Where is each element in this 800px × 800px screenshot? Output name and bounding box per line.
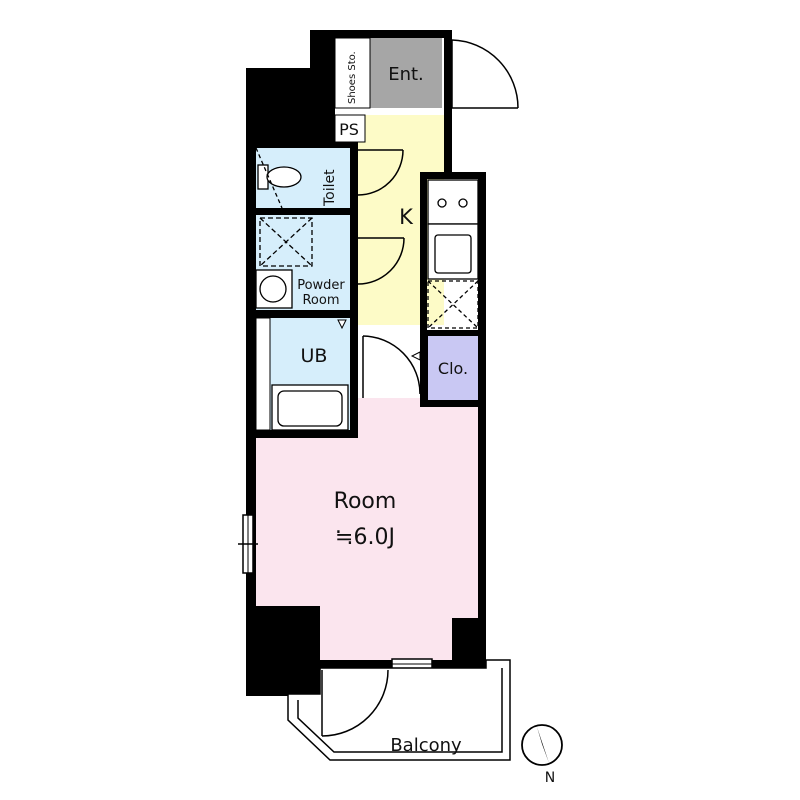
powder-room-label-line2: Room xyxy=(302,293,339,308)
room-door xyxy=(362,335,421,398)
balcony-label: Balcony xyxy=(390,735,462,756)
toilet-label: Toilet xyxy=(322,169,338,207)
shoes-storage: Shoes Sto. xyxy=(334,37,371,109)
bathtub xyxy=(271,384,349,431)
entrance-door xyxy=(451,39,519,109)
pipe-space: PS xyxy=(334,114,366,143)
kitchen-label: K xyxy=(399,205,414,229)
washing-machine-space xyxy=(259,217,313,267)
closet-floor xyxy=(428,336,478,400)
powder-room-label-line1: Powder xyxy=(297,278,345,293)
room-size-label: ≒6.0J xyxy=(335,525,395,550)
room-side-window xyxy=(238,514,258,574)
stove xyxy=(427,179,479,225)
wash-basin xyxy=(255,269,293,309)
closet-label: Clo. xyxy=(438,359,468,378)
toilet-door xyxy=(357,149,404,196)
pipe-space-label: PS xyxy=(339,120,359,139)
balcony xyxy=(287,659,511,761)
unit-bath-label: UB xyxy=(301,345,328,367)
powder-room-door xyxy=(357,237,405,285)
entrance-floor xyxy=(370,38,442,108)
sink xyxy=(427,223,479,280)
toilet-fixture xyxy=(255,147,302,209)
fridge-space xyxy=(427,280,479,329)
north-compass: N xyxy=(521,724,563,786)
balcony-door xyxy=(321,669,389,737)
compass-needle-icon xyxy=(537,727,549,763)
shoes-storage-label: Shoes Sto. xyxy=(347,51,358,104)
closet-door-marker xyxy=(410,351,421,361)
room-name-label: Room xyxy=(334,489,397,514)
entrance-label: Ent. xyxy=(388,64,424,85)
compass-north-label: N xyxy=(545,770,555,786)
unit-bath-wall-strip xyxy=(255,317,271,431)
unit-bath-door-marker xyxy=(337,319,347,330)
